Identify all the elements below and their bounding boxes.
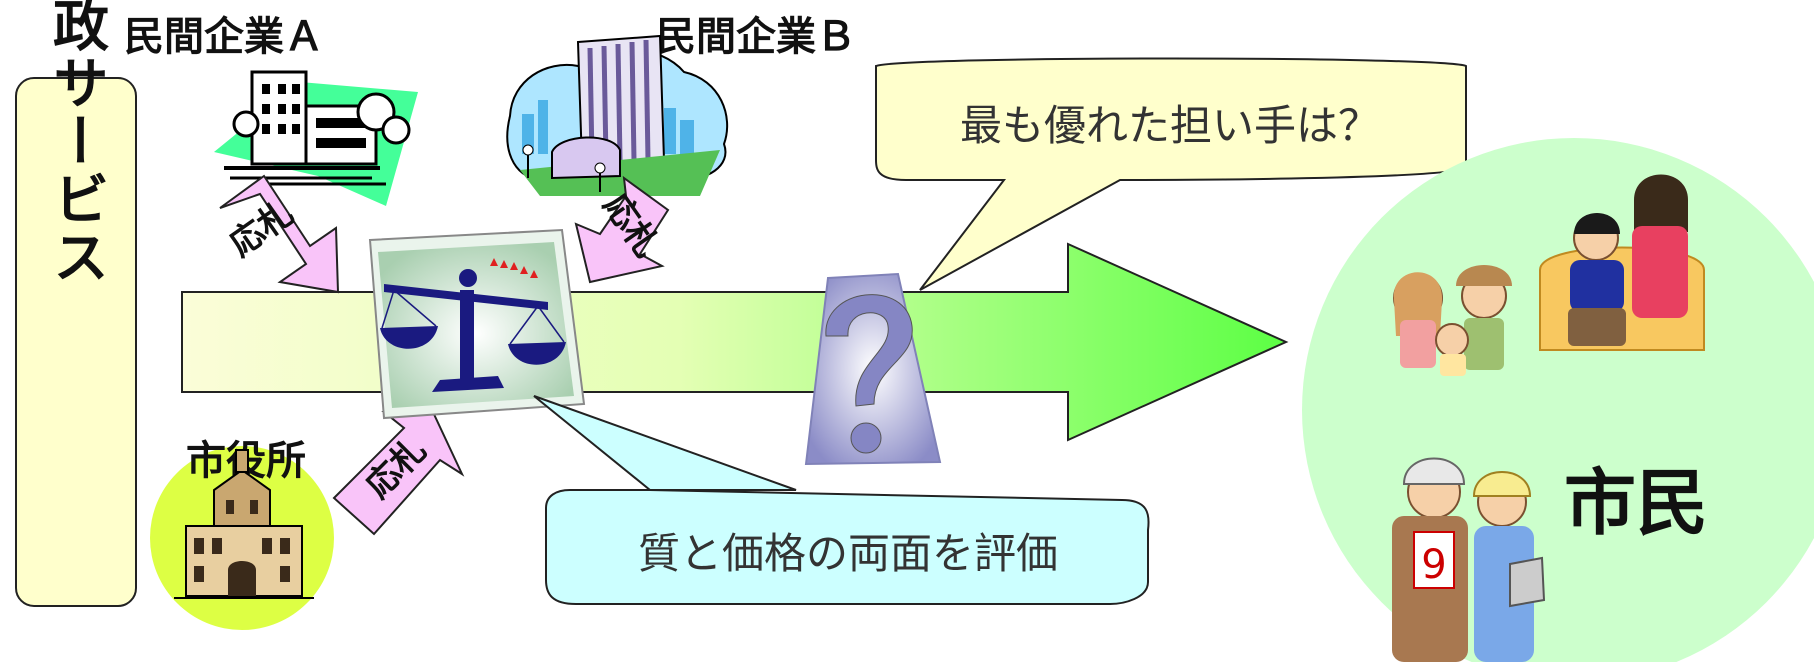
people-family-icon: 9 [1392,174,1705,662]
bid-arrow-a: 応札 [219,174,340,294]
company-b-label: 民間企業Ｂ [656,14,856,60]
company-a: 民間企業Ａ [124,14,418,206]
city-hall: 市役所 [150,438,334,630]
question-text: 最も優れた担い手は？ [960,101,1380,150]
bid-arrow-city: 応札 [332,408,465,536]
office-building-icon [214,70,418,206]
question-bubble: 最も優れた担い手は？ [875,57,1467,291]
skyscraper-icon [506,34,729,196]
main-flow-arrow [181,242,1289,442]
citizens-label: 市民 [1564,461,1708,545]
runner-number: 9 [1421,542,1446,588]
balance-scale-icon [368,228,586,420]
evaluation-text: 質と価格の両面を評価 [638,529,1058,578]
company-b: 民間企業Ｂ [506,14,856,196]
city-hall-icon [174,449,314,599]
service-label: 行政サービス [44,0,109,286]
evaluation-bubble: 質と価格の両面を評価 [533,395,1150,605]
question-mark-icon [804,272,942,466]
company-a-label: 民間企業Ａ [124,14,324,60]
citizens: 9 市民 [1302,138,1814,662]
bid-arrow-b: 応札 [574,175,670,284]
service-box: 行政サービス [15,0,137,607]
